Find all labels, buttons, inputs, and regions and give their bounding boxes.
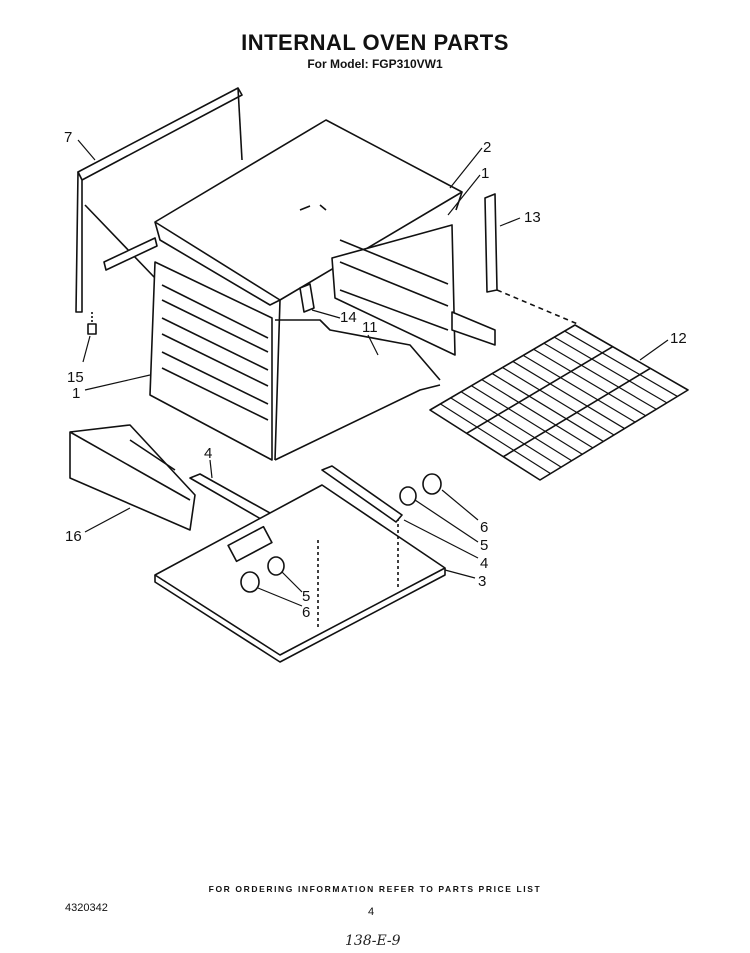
callout-15: 15 (67, 369, 84, 386)
part-15-fastener (87, 312, 97, 335)
callout-3: 3 (478, 573, 486, 590)
rack-wire (471, 385, 583, 455)
part-14-clip (299, 283, 315, 313)
callout-1-top: 1 (481, 165, 489, 182)
callout-2: 2 (483, 139, 491, 156)
part-5-6-burner-parts (240, 473, 442, 593)
rack-wire (522, 354, 636, 423)
callout-1-left: 1 (72, 385, 80, 402)
rack-wire (564, 330, 678, 397)
part-2-oven-liner (154, 119, 463, 461)
part-13-bracket (484, 193, 581, 326)
page-number: 4 (368, 906, 375, 918)
document-number: 4320342 (65, 902, 108, 914)
rack-wire (491, 373, 604, 442)
rack-wire (440, 403, 551, 475)
page-title: INTERNAL OVEN PARTS (241, 30, 509, 55)
callout-12: 12 (670, 330, 687, 347)
rack-crossbar (502, 367, 651, 458)
part-1-right-rack-support (331, 224, 496, 356)
rack-wire (460, 391, 573, 462)
callout-6-right: 6 (480, 519, 488, 536)
part-1-left-rack-support (149, 261, 273, 461)
model-subtitle: For Model: FGP310VW1 (307, 57, 443, 71)
part-16-front-trim (69, 424, 196, 531)
callout-leaders (77, 139, 669, 607)
callout-4-right: 4 (480, 555, 488, 572)
part-7-back-panel (75, 87, 243, 313)
part-3-bottom-pan (154, 484, 446, 663)
ordering-note: FOR ORDERING INFORMATION REFER TO PARTS … (208, 884, 542, 894)
callout-6-left: 6 (302, 604, 310, 621)
callout-labels: 7 2 1 13 12 14 11 15 1 4 16 6 5 4 3 5 6 (64, 129, 687, 621)
rack-wire (533, 348, 647, 417)
rack-wire (553, 336, 668, 404)
callout-7: 7 (64, 129, 72, 146)
exploded-parts-drawing: 7 2 1 13 12 14 11 15 1 4 16 6 5 4 3 5 6 (64, 87, 689, 663)
callout-4-left: 4 (204, 445, 212, 462)
rack-wire (512, 360, 625, 430)
part-4-right-bar (321, 465, 403, 523)
callout-5-left: 5 (302, 588, 310, 605)
handwritten-note: 138-E-9 (345, 933, 401, 949)
callout-13: 13 (524, 209, 541, 226)
rack-wire (502, 366, 615, 436)
rack-wire (543, 342, 657, 410)
callout-5-right: 5 (480, 537, 488, 554)
callout-14: 14 (340, 309, 357, 326)
callout-11: 11 (362, 319, 378, 336)
rack-crossbar (466, 345, 614, 435)
rack-wire (450, 397, 562, 468)
rack-wire (481, 379, 594, 449)
callout-16: 16 (65, 528, 82, 545)
part-12-oven-rack (429, 324, 689, 481)
